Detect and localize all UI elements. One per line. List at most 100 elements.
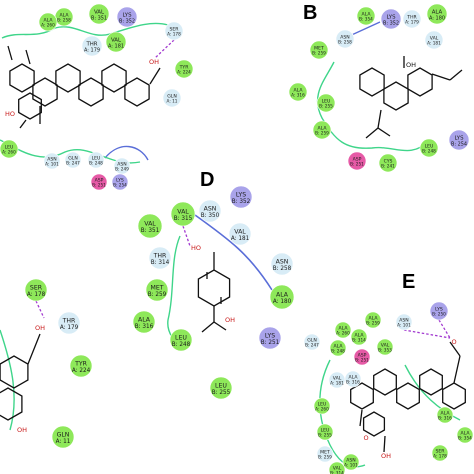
residue-name: ALA [318,125,328,131]
residue-name: LYS [236,191,246,198]
residue-name: ALA [138,316,151,323]
residue-name: ASN [346,457,356,463]
residue-circle [316,93,336,113]
residue-circle [111,173,129,191]
ligand-bond [359,409,363,427]
residue-circle [402,9,422,29]
residue-circle [328,461,346,474]
residue-name: VAL [111,37,121,43]
residue-chain-number: A: 260 [315,407,329,412]
ligand-ring [0,355,29,389]
atom-label: OH [17,426,27,434]
residue-chain-number: B: 248 [422,149,436,154]
residue-name: ALA [349,374,359,380]
ligand-bond [213,321,227,331]
residue-chain-number: B: 352 [383,20,399,26]
residue-name: ASP [353,156,362,162]
atom-label: OH [35,324,45,332]
residue-circle [335,29,355,49]
residue-circle [209,376,233,400]
residue-circle [229,185,253,209]
pocket-outline [1,22,169,39]
residue-name: LEU [215,382,227,389]
residue-name: ALA [355,332,365,338]
ligand-bond [449,69,463,81]
residue-circle [395,313,413,331]
residue-circle [342,453,360,471]
residue-chain-number: B: 314 [330,471,344,474]
residue-circle [24,278,48,302]
residue-name: TYR [74,360,88,367]
ligand-bond [453,355,461,384]
residue-chain-number: A: 181 [231,236,250,242]
residue-chain-number: B: 247 [66,161,80,166]
residue-chain-number: B: 247 [305,343,319,348]
residue-name: GLN [57,431,70,438]
ligand-bond [201,321,215,333]
ligand-ring [373,368,397,396]
residue-circle [69,354,93,378]
ligand-bond [377,109,382,129]
ligand-ring [78,77,104,107]
residue-circle [137,213,163,239]
residue-name: TYR [179,64,190,70]
hbond-line [154,39,175,59]
atom-label: OH [225,316,235,324]
residue-circle [174,59,194,79]
residue-name: LYS [454,135,464,141]
residue-circle [429,301,449,321]
residue-chain-number: B: 251 [261,340,280,346]
residue-chain-number: A: 224 [72,368,91,374]
ligand-bond [19,119,27,129]
residue-circle [51,425,75,449]
residue-chain-number: B: 259 [312,51,326,56]
residue-chain-number: B: 258 [338,40,352,45]
residue-circle [145,278,169,302]
ligand-ring [55,63,81,93]
atom-label: OH [149,58,159,66]
residue-circle [116,6,138,28]
ligand-bond [25,49,31,65]
residue-name: VAL [177,208,189,215]
residue-circle [419,138,439,158]
hbond-line [35,300,45,319]
ligand-bond [431,73,451,81]
ligand-ring [359,67,385,97]
ligand-ring [419,368,443,396]
residue-name: LEU [321,427,330,433]
residue-circle [57,311,81,335]
hbond-line [438,319,451,339]
residue-circle [90,173,108,191]
ligand-ring [362,411,386,437]
residue-chain-number: A: 181 [108,43,124,49]
residue-circle [269,284,295,310]
residue-circle [334,321,352,339]
residue-name: LEU [5,144,14,150]
residue-name: ALA [362,11,372,17]
